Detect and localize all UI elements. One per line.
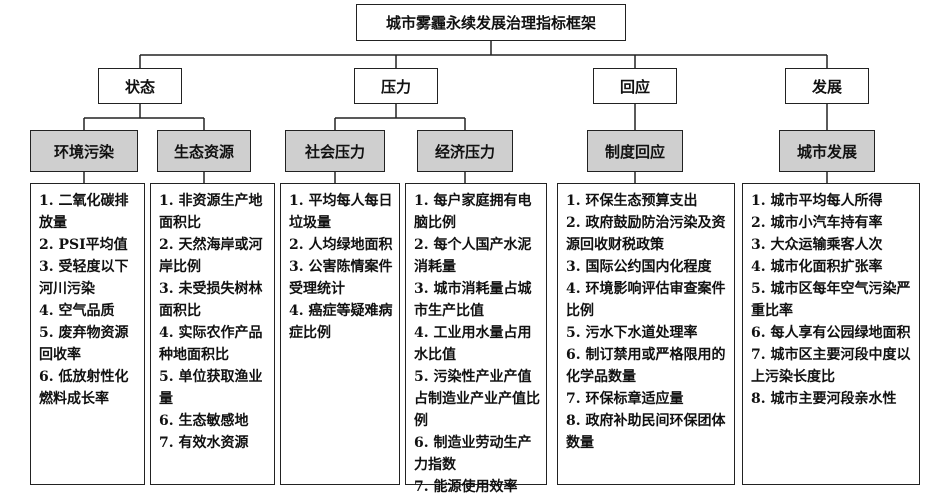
list-item: 4. 实际农作产品种地面积比 (159, 325, 263, 363)
list-item: 1. 每户家庭拥有电脑比例 (414, 193, 532, 231)
list-item: 2. PSI平均值 (39, 237, 128, 253)
list-item: 4. 环境影响评估审查案件比例 (566, 281, 726, 319)
list-item: 1. 非资源生产地面积比 (159, 193, 263, 231)
list-item: 2. 人均绿地面积 (289, 237, 393, 253)
list-economic-pressure: 1. 每户家庭拥有电脑比例 2. 每个人国产水泥消耗量 3. 城市消耗量占城市生… (405, 183, 547, 495)
root-node: 城市雾霾永续发展治理指标框架 (356, 4, 626, 41)
list-item: 3. 未受损失树林面积比 (159, 281, 263, 319)
list-item: 1. 环保生态预算支出 (566, 193, 698, 209)
list-ecological-resources: 1. 非资源生产地面积比 2. 天然海岸或河岸比例 3. 未受损失树林面积比 4… (150, 183, 275, 485)
category-state: 状态 (98, 68, 182, 104)
list-item: 3. 大众运输乘客人次 (751, 237, 883, 253)
list-item: 1. 平均每人每日垃圾量 (289, 193, 393, 231)
list-item: 6. 制订禁用或严格限用的化学品数量 (566, 347, 726, 385)
list-item: 4. 工业用水量占用水比值 (414, 325, 532, 363)
sub-economic-pressure: 经济压力 (417, 130, 513, 172)
list-item: 5. 城市区每年空气污染严重比率 (751, 281, 911, 319)
list-item: 6. 低放射性化燃料成长率 (39, 369, 129, 407)
list-item: 7. 城市区主要河段中度以上污染长度比 (751, 347, 911, 385)
category-response: 回应 (593, 68, 677, 104)
list-item: 3. 公害陈情案件受理统计 (289, 259, 393, 297)
sub-institutional-response: 制度回应 (587, 130, 683, 172)
category-pressure: 压力 (354, 68, 438, 104)
sub-urban-development: 城市发展 (779, 130, 875, 172)
list-institutional-response: 1. 环保生态预算支出 2. 政府鼓励防治污染及资源回收财税政策 3. 国际公约… (557, 183, 735, 485)
list-item: 1. 二氧化碳排放量 (39, 193, 129, 231)
list-item: 3. 城市消耗量占城市生产比值 (414, 281, 532, 319)
sub-social-pressure: 社会压力 (285, 130, 385, 172)
list-item: 4. 空气品质 (39, 303, 115, 319)
list-item: 6. 制造业劳动生产力指数 (414, 435, 532, 473)
list-item: 2. 城市小汽车持有率 (751, 215, 883, 231)
list-item: 8. 政府补助民间环保团体数量 (566, 413, 726, 451)
list-social-pressure: 1. 平均每人每日垃圾量 2. 人均绿地面积 3. 公害陈情案件受理统计 4. … (280, 183, 400, 485)
list-item: 5. 污水下水道处理率 (566, 325, 698, 341)
list-item: 2. 每个人国产水泥消耗量 (414, 237, 532, 275)
sub-ecological-resources: 生态资源 (157, 130, 251, 172)
list-item: 2. 天然海岸或河岸比例 (159, 237, 263, 275)
list-item: 7. 能源使用效率 (414, 479, 518, 495)
list-item: 4. 城市化面积扩张率 (751, 259, 883, 275)
list-item: 7. 有效水资源 (159, 435, 249, 451)
sub-environmental-pollution: 环境污染 (30, 130, 138, 172)
list-item: 3. 受轻度以下河川污染 (39, 259, 129, 297)
list-item: 1. 城市平均每人所得 (751, 193, 883, 209)
list-item: 3. 国际公约国内化程度 (566, 259, 712, 275)
list-item: 5. 污染性产业产值占制造业产业产值比例 (414, 369, 540, 429)
category-development: 发展 (785, 68, 869, 104)
list-item: 6. 每人享有公园绿地面积 (751, 325, 911, 341)
list-item: 8. 城市主要河段亲水性 (751, 391, 897, 407)
list-item: 6. 生态敏感地 (159, 413, 249, 429)
list-item: 4. 癌症等疑难病症比例 (289, 303, 393, 341)
list-environmental-pollution: 1. 二氧化碳排放量 2. PSI平均值 3. 受轻度以下河川污染 4. 空气品… (30, 183, 145, 485)
list-item: 2. 政府鼓励防治污染及资源回收财税政策 (566, 215, 726, 253)
list-item: 7. 环保标章适应量 (566, 391, 684, 407)
list-urban-development: 1. 城市平均每人所得 2. 城市小汽车持有率 3. 大众运输乘客人次 4. 城… (742, 183, 920, 485)
list-item: 5. 废弃物资源回收率 (39, 325, 129, 363)
list-item: 5. 单位获取渔业量 (159, 369, 263, 407)
